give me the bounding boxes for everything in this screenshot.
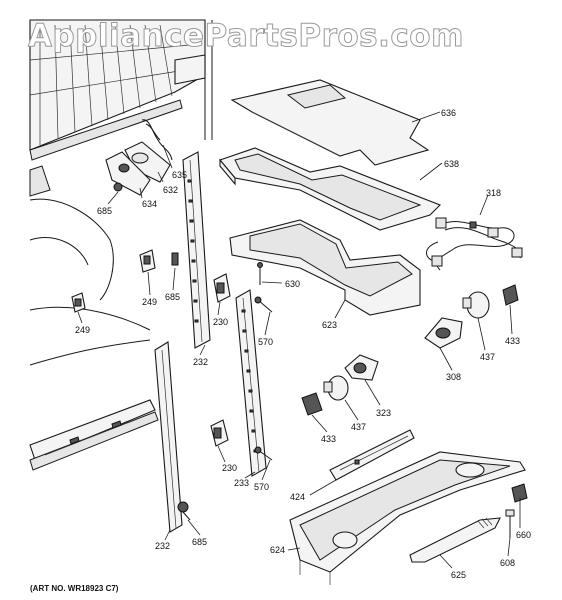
label-625: 625 [451, 570, 466, 580]
part-230-bracket-b[interactable] [210, 419, 229, 447]
label-638: 638 [444, 159, 459, 169]
part-230-bracket-a[interactable] [213, 273, 231, 303]
watermark-text: AppliancePartsPros.com [28, 18, 464, 54]
art-number: (ART NO. WR18923 C7) [30, 584, 119, 593]
label-623: 623 [322, 320, 337, 330]
label-437-a: 437 [480, 352, 495, 362]
part-249-clip-a[interactable] [139, 249, 156, 273]
label-636: 636 [441, 108, 456, 118]
part-570-screw-a[interactable] [254, 296, 273, 313]
label-232-a: 232 [193, 357, 208, 367]
part-424-bracket[interactable] [329, 429, 415, 481]
part-433-socket-b[interactable] [301, 392, 323, 416]
part-660-switch[interactable] [511, 483, 528, 503]
cabinet-interior [29, 19, 213, 471]
label-634: 634 [142, 199, 157, 209]
label-632: 632 [163, 185, 178, 195]
part-437-bulb-b[interactable] [323, 375, 349, 401]
part-623-duct[interactable] [229, 219, 421, 316]
label-635: 635 [172, 170, 187, 180]
label-230-a: 230 [213, 317, 228, 327]
part-249-clip-b[interactable] [71, 292, 86, 313]
part-685-screw-a[interactable] [113, 182, 123, 192]
part-437-bulb-a[interactable] [462, 291, 490, 319]
label-570-b: 570 [254, 482, 269, 492]
label-685-a: 685 [97, 206, 112, 216]
label-230-b: 230 [222, 463, 237, 473]
part-labels: 636 638 318 635 632 634 685 685 249 249 … [75, 108, 531, 580]
label-433-a: 433 [505, 336, 520, 346]
label-249-b: 249 [75, 325, 90, 335]
label-685-c: 685 [192, 537, 207, 547]
label-249-a: 249 [142, 297, 157, 307]
label-660: 660 [516, 530, 531, 540]
part-232-rail-upper[interactable] [182, 151, 211, 349]
label-318: 318 [486, 188, 501, 198]
part-318-wire-harness[interactable] [426, 217, 523, 271]
part-685-screw-c[interactable] [177, 501, 191, 521]
part-625-strip[interactable] [409, 517, 501, 563]
label-323: 323 [376, 408, 391, 418]
label-308: 308 [446, 372, 461, 382]
label-570-a: 570 [258, 337, 273, 347]
part-638-insulation[interactable] [219, 147, 441, 231]
label-233: 233 [234, 478, 249, 488]
label-624: 624 [270, 545, 285, 555]
part-232-rail-lower[interactable] [154, 341, 183, 533]
label-685-b: 685 [165, 292, 180, 302]
part-635-wire[interactable] [141, 119, 173, 161]
part-630-pin[interactable] [257, 262, 263, 286]
part-636-cover[interactable] [230, 79, 430, 166]
label-608: 608 [500, 558, 515, 568]
part-624-housing[interactable] [289, 451, 526, 585]
part-233-rail[interactable] [235, 289, 267, 477]
part-433-socket-a[interactable] [502, 284, 519, 306]
part-632-lens[interactable] [124, 141, 171, 183]
part-308-housing[interactable] [424, 317, 463, 349]
label-437-b: 437 [351, 422, 366, 432]
part-634-socket[interactable] [105, 151, 151, 196]
label-433-b: 433 [321, 434, 336, 444]
part-323-housing[interactable] [344, 354, 379, 381]
label-424: 424 [290, 492, 305, 502]
part-570-screw-b[interactable] [254, 446, 273, 461]
leader-lines [77, 111, 521, 569]
label-232-b: 232 [155, 541, 170, 551]
label-630: 630 [285, 279, 300, 289]
part-608-screw[interactable] [505, 509, 515, 538]
part-685-screw-b[interactable] [171, 252, 179, 266]
